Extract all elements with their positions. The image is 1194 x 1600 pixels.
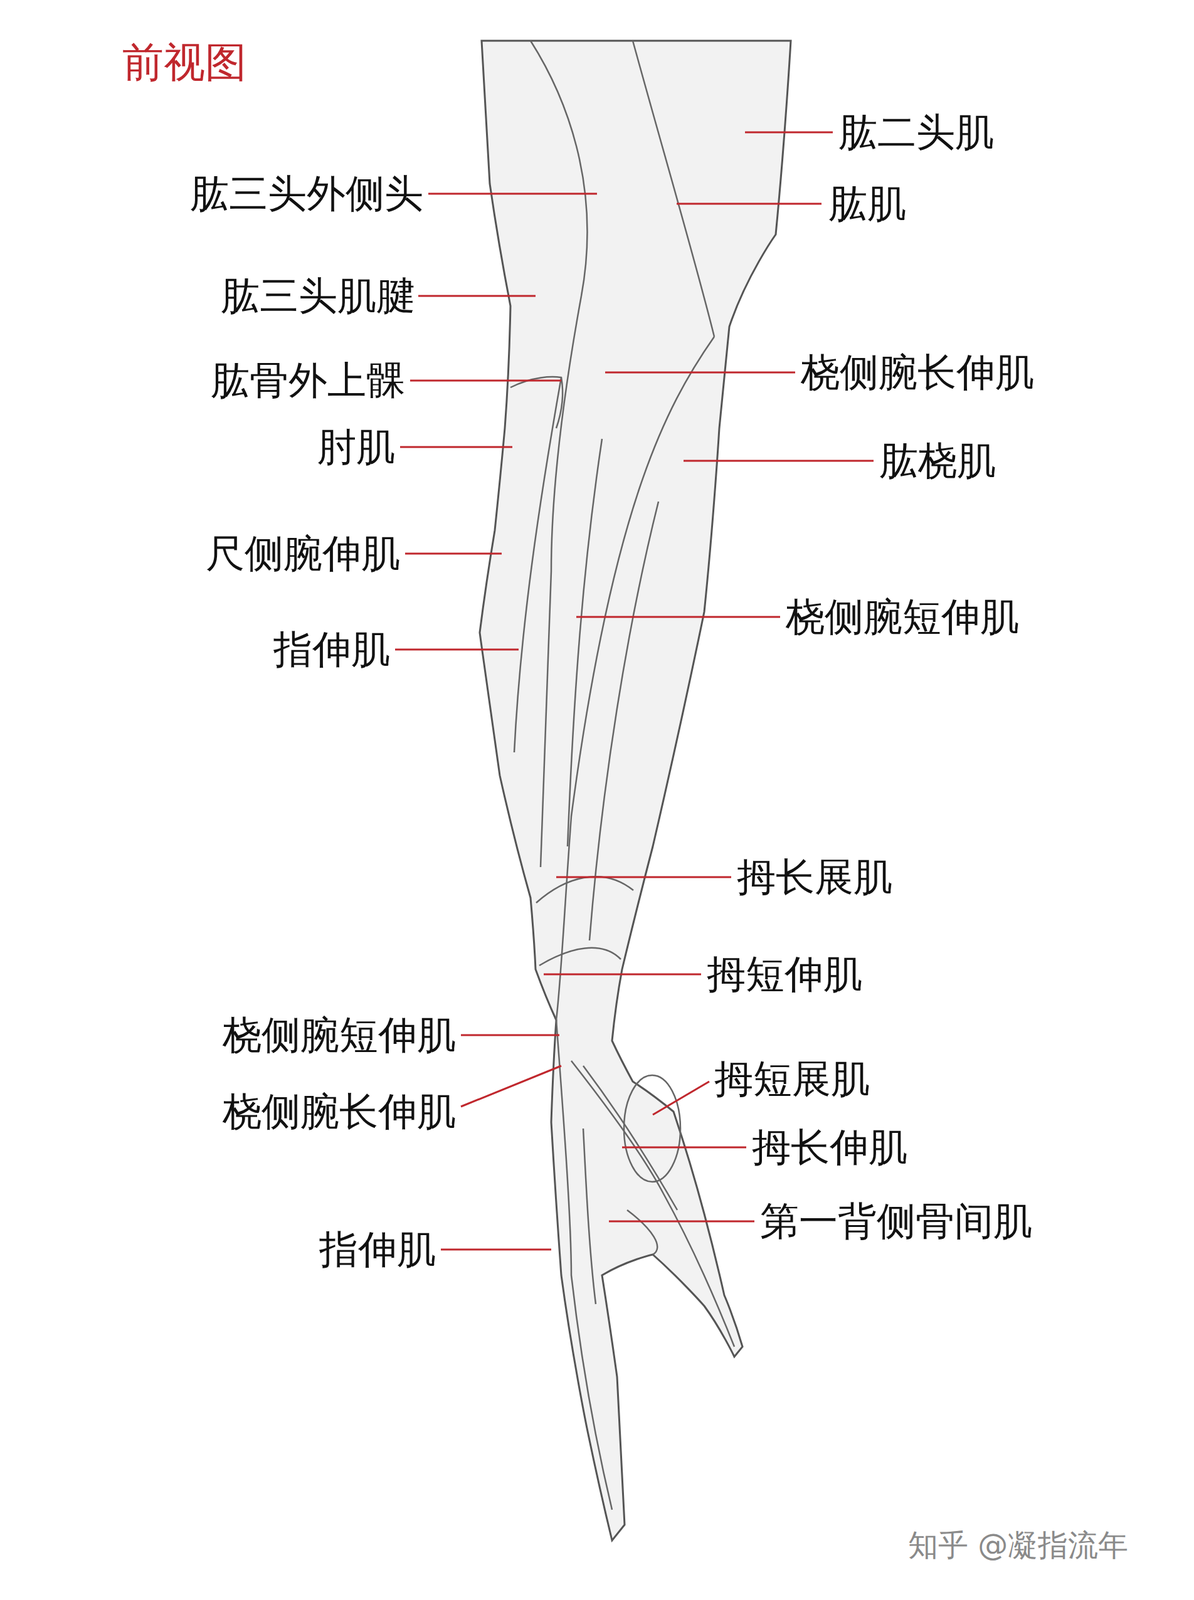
muscle-label: 指伸肌 <box>273 627 391 672</box>
muscle-label: 肱桡肌 <box>879 438 996 483</box>
muscle-label: 桡侧腕长伸肌 <box>800 349 1035 395</box>
leader-lines <box>395 132 874 1250</box>
thumb-muscle <box>623 1075 681 1183</box>
muscle-label: 拇短展肌 <box>714 1056 870 1102</box>
muscle-label: 指伸肌 <box>319 1227 436 1272</box>
muscle-label: 尺侧腕伸肌 <box>205 531 401 576</box>
muscle-label: 桡侧腕短伸肌 <box>222 1012 456 1058</box>
muscle-label: 桡侧腕长伸肌 <box>222 1089 456 1134</box>
muscle-label: 第一背侧骨间肌 <box>760 1199 1033 1244</box>
muscle-label: 肱骨外上髁 <box>210 358 406 403</box>
muscle-label: 拇长伸肌 <box>751 1125 908 1170</box>
muscle-label: 拇长展肌 <box>736 854 893 900</box>
view-title: 前视图 <box>122 38 247 87</box>
muscle-label: 拇短伸肌 <box>706 951 863 997</box>
muscle-lines <box>510 40 735 1511</box>
muscle-label: 肱二头肌 <box>838 109 994 155</box>
watermark: 知乎 @凝指流年 <box>908 1528 1129 1563</box>
muscle-label: 桡侧腕短伸肌 <box>785 594 1020 640</box>
muscle-label: 肱三头肌腱 <box>220 273 416 318</box>
arm-outline <box>479 40 791 1541</box>
muscle-label: 肘肌 <box>317 424 396 470</box>
muscle-label: 肱肌 <box>828 181 907 226</box>
muscle-label: 肱三头外侧头 <box>190 171 424 216</box>
